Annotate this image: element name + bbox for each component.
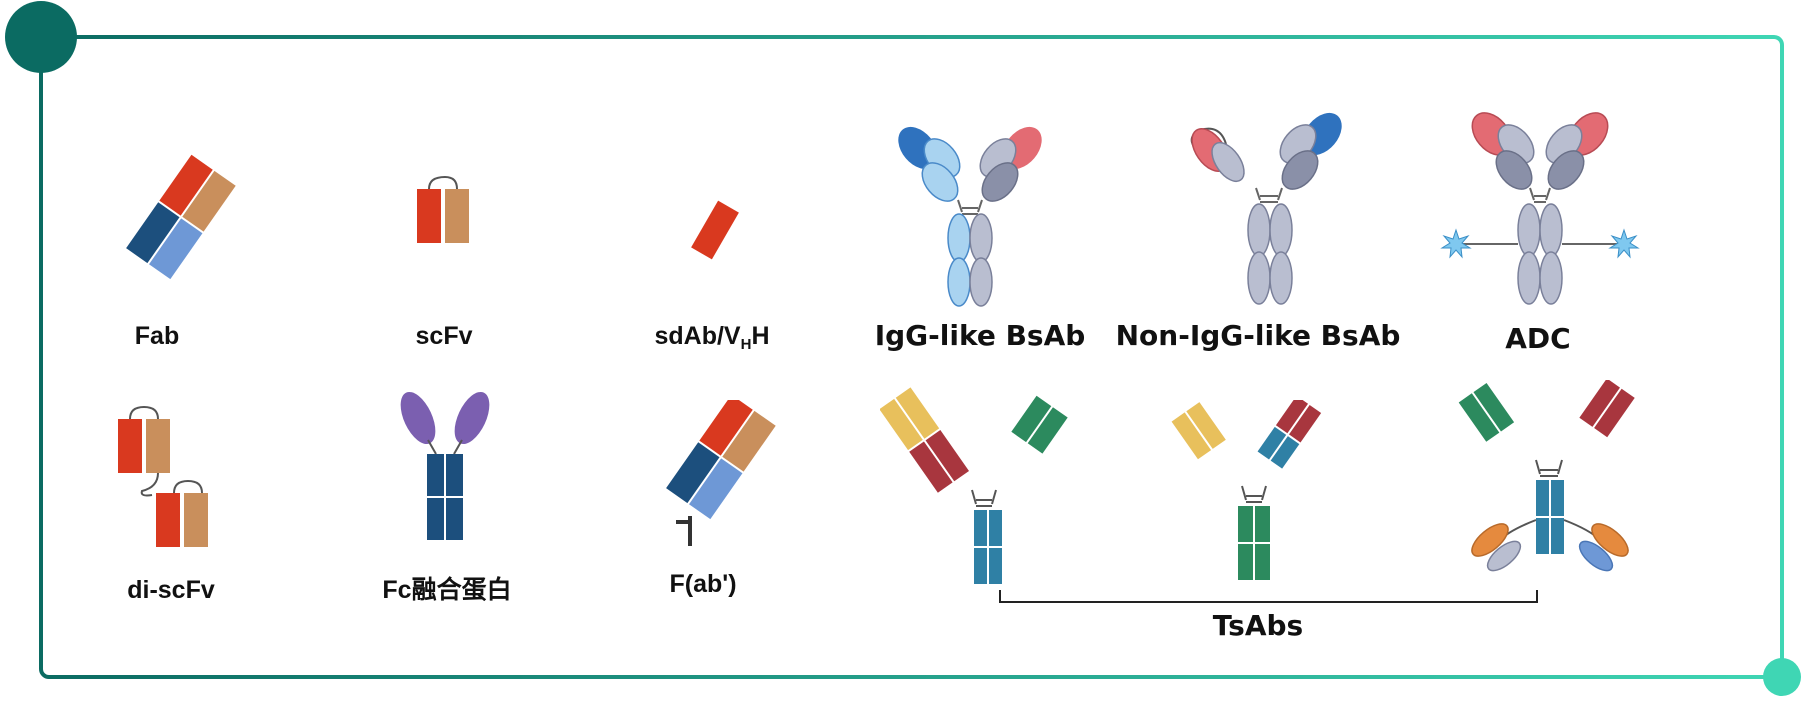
label-tsabs: TsAbs bbox=[1212, 609, 1304, 642]
fab-figure bbox=[126, 154, 236, 280]
frame-dot-bottom-right bbox=[1763, 658, 1801, 696]
payload-right bbox=[1608, 228, 1640, 259]
di-scfv-figure bbox=[118, 405, 208, 547]
scfv-figure bbox=[417, 175, 469, 243]
label-sdab: sdAb/VHH bbox=[654, 322, 770, 353]
payload-left bbox=[1440, 228, 1472, 259]
igg-bsab-figure bbox=[898, 126, 1042, 307]
adc-figure bbox=[1440, 112, 1640, 305]
fc-fusion-figure bbox=[400, 391, 490, 540]
label-fc-fusion: Fc融合蛋白 bbox=[382, 576, 512, 604]
tsab-1-figure bbox=[880, 387, 1068, 584]
label-non-igg-bsab: Non-IgG-like BsAb bbox=[1115, 319, 1401, 352]
frame-dot-top-left bbox=[5, 1, 77, 73]
label-di-scfv: di-scFv bbox=[127, 576, 215, 604]
label-fab: Fab bbox=[134, 322, 180, 350]
tsabs-bracket bbox=[999, 590, 1538, 603]
tsab-2-figure bbox=[1171, 400, 1322, 580]
sdab-figure bbox=[691, 200, 739, 260]
tsab-3-figure bbox=[1458, 380, 1635, 572]
non-igg-bsab-figure bbox=[1190, 112, 1342, 305]
label-igg-bsab: IgG-like BsAb bbox=[874, 319, 1086, 352]
label-scfv: scFv bbox=[415, 322, 473, 350]
fab-prime-figure bbox=[666, 400, 776, 546]
label-adc: ADC bbox=[1505, 322, 1571, 355]
label-fab-prime: F(ab') bbox=[669, 570, 737, 598]
